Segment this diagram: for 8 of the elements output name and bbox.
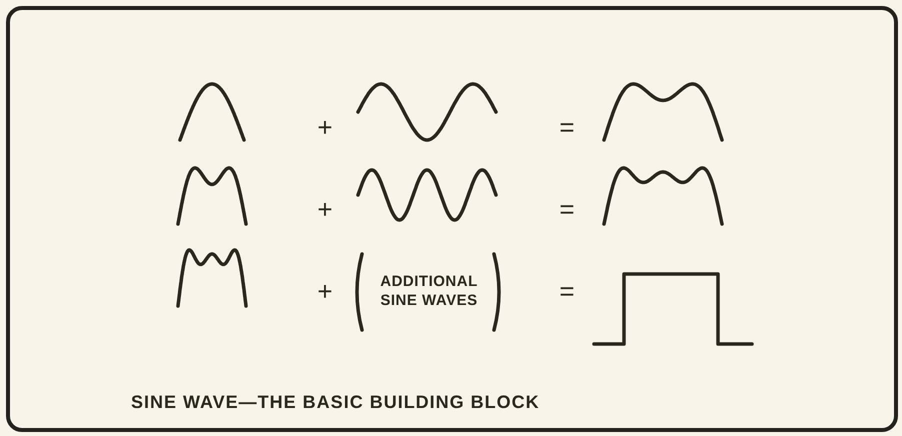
note-text: ADDITIONAL SINE WAVES <box>379 272 479 310</box>
plus-sign: + <box>316 194 334 224</box>
plus-sign: + <box>316 276 334 306</box>
equals-sign: = <box>558 194 576 224</box>
plus-sign: + <box>316 112 334 142</box>
caption: SINE WAVE—THE BASIC BUILDING BLOCK <box>131 392 540 413</box>
equals-sign: = <box>558 276 576 306</box>
equals-sign: = <box>558 112 576 142</box>
